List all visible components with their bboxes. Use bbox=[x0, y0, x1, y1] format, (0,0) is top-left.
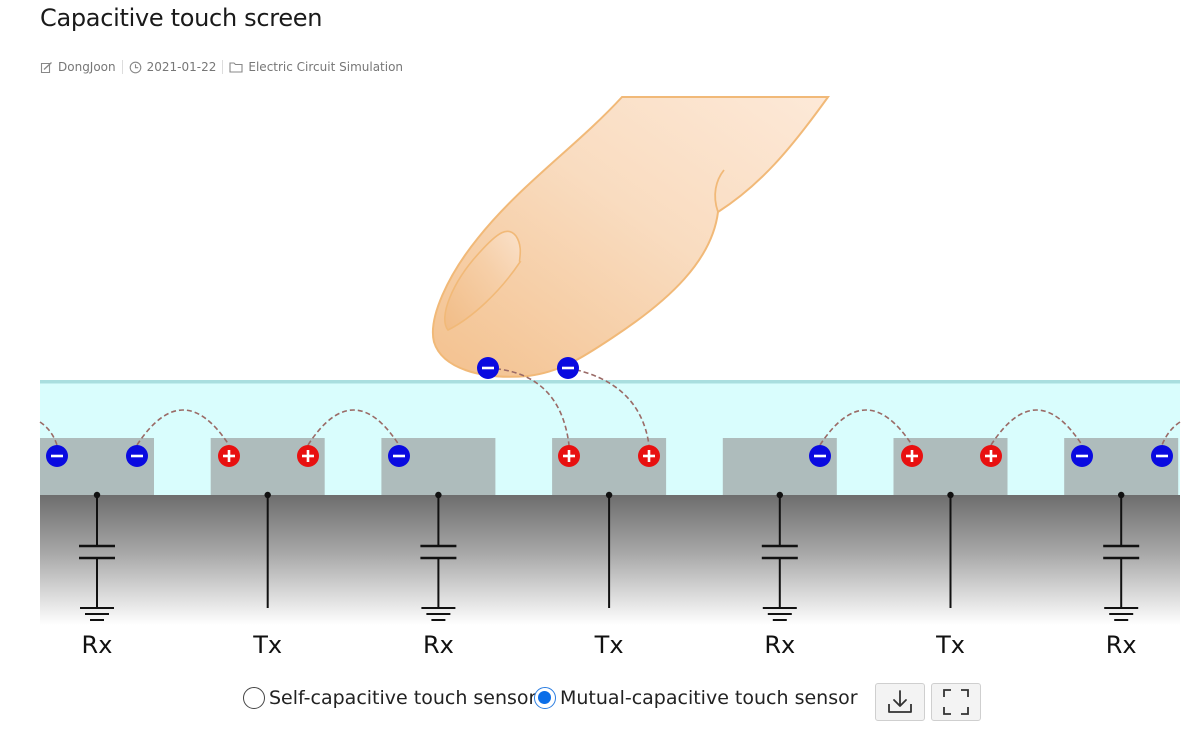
fingernail bbox=[444, 230, 522, 331]
charges bbox=[46, 357, 1173, 467]
electrode-circuits: Rx Tx Rx Tx Rx Tx Rx bbox=[79, 491, 1140, 659]
field-lines bbox=[39, 367, 1181, 446]
positive-charge bbox=[638, 445, 660, 467]
circuit-rx bbox=[761, 491, 798, 621]
finger bbox=[431, 96, 830, 378]
electrode-label: Rx bbox=[764, 631, 795, 659]
date-meta: 2021-01-22 bbox=[123, 60, 223, 74]
field-line bbox=[567, 367, 650, 446]
self-capacitive-radio[interactable] bbox=[243, 687, 265, 709]
glass-surface-line bbox=[40, 380, 1180, 384]
simulation-controls: Self-capacitive touch sensor Mutual-capa… bbox=[0, 681, 1200, 723]
positive-charge bbox=[980, 445, 1002, 467]
field-line bbox=[487, 367, 570, 446]
field-line bbox=[307, 409, 400, 446]
author-name[interactable]: DongJoon bbox=[58, 60, 116, 74]
negative-charge bbox=[809, 445, 831, 467]
circuit-tx bbox=[605, 491, 613, 608]
self-capacitive-label[interactable]: Self-capacitive touch sensor bbox=[269, 687, 537, 709]
page-title: Capacitive touch screen bbox=[40, 4, 323, 32]
clock-icon bbox=[129, 61, 141, 73]
negative-charge bbox=[46, 445, 68, 467]
negative-charge bbox=[126, 445, 148, 467]
negative-charge bbox=[388, 445, 410, 467]
field-line bbox=[819, 409, 913, 446]
category-link[interactable]: Electric Circuit Simulation bbox=[248, 60, 404, 74]
electrode-label: Tx bbox=[935, 631, 965, 659]
electrode-layer bbox=[40, 438, 1179, 495]
author-icon bbox=[40, 61, 52, 73]
circuit-rx bbox=[1103, 491, 1140, 621]
negative-charge bbox=[1151, 445, 1173, 467]
field-line bbox=[39, 421, 58, 446]
circuit-tx bbox=[947, 491, 954, 608]
post-meta: DongJoon 2021-01-22 Electric Circuit Sim… bbox=[40, 58, 409, 76]
fullscreen-button[interactable] bbox=[931, 683, 981, 721]
positive-charge bbox=[218, 445, 240, 467]
negative-charge bbox=[557, 357, 579, 379]
download-button[interactable] bbox=[875, 683, 925, 721]
negative-charge bbox=[1071, 445, 1093, 467]
electrode-label: Rx bbox=[82, 631, 113, 659]
positive-charge bbox=[558, 445, 580, 467]
mutual-capacitive-radio[interactable] bbox=[534, 687, 556, 709]
mutual-capacitive-option[interactable]: Mutual-capacitive touch sensor bbox=[534, 687, 858, 709]
positive-charge bbox=[297, 445, 319, 467]
field-line bbox=[990, 409, 1083, 446]
electrode-label: Tx bbox=[252, 631, 282, 659]
fullscreen-icon bbox=[943, 689, 969, 715]
category-meta: Electric Circuit Simulation bbox=[223, 60, 409, 74]
meta-divider bbox=[121, 60, 123, 74]
field-line bbox=[1161, 421, 1181, 446]
electrode-label: Rx bbox=[423, 631, 454, 659]
touch-sensor-simulation[interactable]: Rx Tx Rx Tx Rx Tx Rx bbox=[0, 0, 1200, 680]
mutual-capacitive-label[interactable]: Mutual-capacitive touch sensor bbox=[560, 687, 858, 709]
post-date: 2021-01-22 bbox=[146, 60, 217, 74]
download-icon bbox=[888, 690, 912, 713]
circuit-rx bbox=[79, 491, 115, 621]
folder-icon bbox=[229, 62, 243, 73]
negative-charge bbox=[477, 357, 499, 379]
circuit-tx bbox=[264, 491, 271, 608]
positive-charge bbox=[901, 445, 923, 467]
electrode-label: Rx bbox=[1106, 631, 1137, 659]
circuit-rx bbox=[420, 491, 457, 621]
field-line bbox=[136, 409, 230, 446]
author-meta: DongJoon bbox=[40, 60, 122, 74]
electrode-label: Tx bbox=[594, 631, 624, 659]
self-capacitive-option[interactable]: Self-capacitive touch sensor bbox=[243, 687, 536, 709]
meta-divider bbox=[222, 60, 224, 74]
